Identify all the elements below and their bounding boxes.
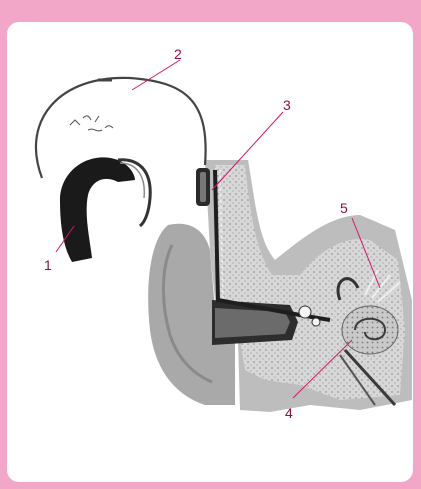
speech-processor bbox=[60, 157, 135, 262]
label-1: 1 bbox=[44, 257, 52, 273]
leader-2 bbox=[132, 60, 180, 90]
label-3: 3 bbox=[283, 97, 291, 113]
sound-wave-marks bbox=[70, 116, 113, 131]
label-5: 5 bbox=[340, 200, 348, 216]
ossicles bbox=[299, 306, 311, 318]
label-4: 4 bbox=[285, 405, 293, 421]
cochlea bbox=[342, 306, 398, 354]
label-2: 2 bbox=[174, 46, 182, 62]
